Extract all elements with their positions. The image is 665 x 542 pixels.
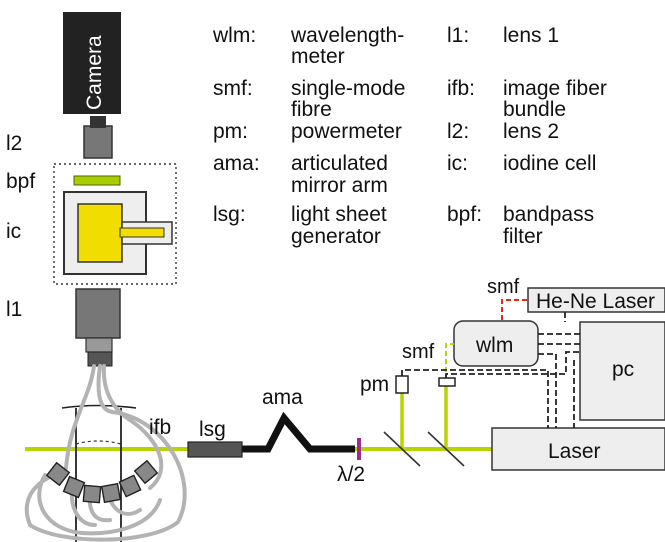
legend-abbr-lsg: lsg: <box>213 203 246 226</box>
label-ama: ama <box>262 386 303 409</box>
legend-desc-bpf-2: filter <box>503 225 543 248</box>
label-ifb: ifb <box>149 416 171 439</box>
label-lambda-half: λ/2 <box>337 463 365 486</box>
iodine-cell-stem <box>119 227 165 238</box>
smf-coupler <box>438 377 456 387</box>
legend-abbr-wlm: wlm: <box>212 24 256 47</box>
data-cables <box>401 312 580 428</box>
legend-desc-lsg-2: generator <box>291 225 381 248</box>
iodine-cell-core <box>77 203 123 263</box>
light-sheet-generator <box>187 441 243 458</box>
filter-cell-enclosure <box>53 163 177 285</box>
label-l2: l2 <box>6 132 22 155</box>
smf-red-fiber <box>501 299 528 320</box>
label-bpf: bpf <box>6 170 35 193</box>
legend-abbr-ama: ama: <box>213 152 260 175</box>
lens-1-neck <box>85 337 113 353</box>
legend-abbr-ic: ic: <box>447 152 468 175</box>
legend-desc-bpf-1: bandpass <box>503 203 594 226</box>
legend-desc-smf-2: fibre <box>291 98 332 121</box>
legend-abbr-l2: l2: <box>447 120 469 143</box>
fiber-connector <box>87 351 113 367</box>
legend-desc-smf-1: single-mode <box>291 77 405 100</box>
legend-desc-pm-1: powermeter <box>291 120 402 143</box>
label-he-ne-laser: He-Ne Laser <box>536 290 655 313</box>
he-ne-laser <box>527 287 665 313</box>
label-smf-top: smf <box>487 276 520 298</box>
legend-desc-l2-1: lens 2 <box>503 120 559 143</box>
label-pc: pc <box>612 358 634 381</box>
legend-desc-wlm-1: wavelength- <box>290 24 404 47</box>
legend-abbr-l1: l1: <box>447 24 469 47</box>
label-wlm: wlm <box>475 334 513 357</box>
bandpass-filter <box>73 175 121 186</box>
legend-abbr-ifb: ifb: <box>447 77 475 100</box>
test-section-top <box>61 404 137 409</box>
powermeter <box>395 375 409 394</box>
legend-desc-ifb-2: bundle <box>503 98 566 121</box>
camera-lens-mount <box>90 116 106 128</box>
beam-splitter-2 <box>427 431 465 467</box>
image-fiber-bundle <box>24 364 187 542</box>
legend: wlm: wavelength- meter smf: single-mode … <box>212 24 607 248</box>
camera-label: Camera <box>83 35 106 110</box>
articulated-mirror-arm <box>240 411 355 453</box>
smf-green-fiber <box>445 343 454 380</box>
label-lsg: lsg <box>199 418 226 441</box>
lens-1 <box>75 288 121 339</box>
legend-abbr-bpf: bpf: <box>447 203 482 226</box>
legend-desc-ic-1: iodine cell <box>503 152 596 175</box>
legend-desc-ama-2: mirror arm <box>291 174 388 197</box>
label-l1: l1 <box>6 298 22 321</box>
legend-desc-l1-1: lens 1 <box>503 24 559 47</box>
legend-desc-ama-1: articulated <box>291 152 388 175</box>
pc <box>579 321 665 421</box>
main-laser <box>491 427 665 471</box>
legend-desc-ifb-1: image fiber <box>503 77 607 100</box>
legend-desc-wlm-2: meter <box>291 45 345 68</box>
legend-desc-lsg-1: light sheet <box>291 203 387 226</box>
beam-splitter-1 <box>383 431 421 467</box>
camera-lens-l2 <box>83 125 113 159</box>
fiber-heads <box>45 459 159 504</box>
legend-abbr-smf: smf: <box>213 77 253 100</box>
label-ic: ic <box>6 220 21 243</box>
camera-body <box>63 12 121 114</box>
label-laser: Laser <box>548 440 601 463</box>
label-pm: pm <box>360 373 389 396</box>
label-smf-left: smf <box>402 341 435 363</box>
legend-abbr-pm: pm: <box>213 120 248 143</box>
test-section-dashed-arc <box>75 440 122 445</box>
